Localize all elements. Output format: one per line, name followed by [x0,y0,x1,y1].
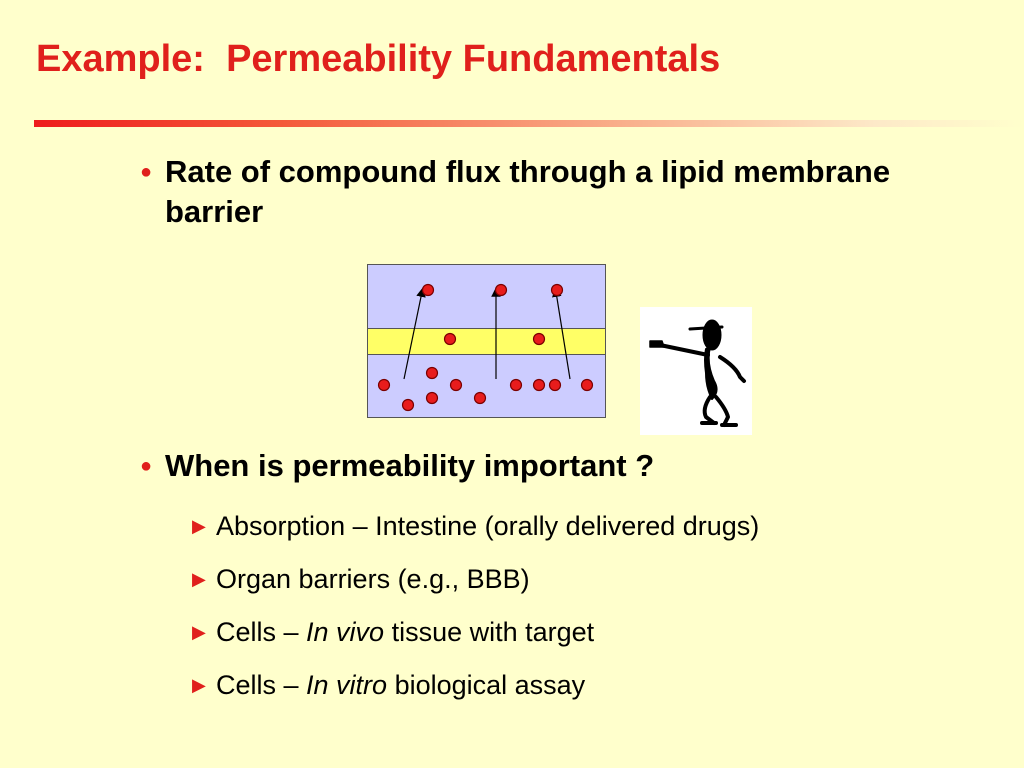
molecule [580,378,594,392]
molecule [425,366,439,380]
pointing-figure-icon [640,307,752,435]
subitem-text-suffix: tissue with target [384,617,595,647]
subitem-text-prefix: Cells – [216,670,307,700]
subitem-text-italic: In vitro [306,670,388,700]
molecule [494,283,508,297]
subitem-absorption: ▶ Absorption – Intestine (orally deliver… [192,508,972,544]
triangle-arrow-icon: ▶ [192,675,206,695]
molecule [401,398,415,412]
membrane-diagram [367,264,606,418]
upper-compartment [367,264,606,329]
subitem-cells-in-vivo: ▶ Cells – In vivo tissue with target [192,614,972,650]
molecule [377,378,391,392]
bullet-dot-icon: ● [140,455,153,477]
subitem-text: Organ barriers (e.g., BBB) [216,564,530,594]
bullet-importance: ● When is permeability important ? [140,446,960,486]
title-underline [34,120,1024,127]
triangle-arrow-icon: ▶ [192,622,206,642]
bullet-text: Rate of compound flux through a lipid me… [165,154,891,229]
triangle-arrow-icon: ▶ [192,516,206,536]
subitem-text: Absorption – Intestine (orally delivered… [216,511,760,541]
bullet-dot-icon: ● [140,161,153,183]
bullet-flux: ● Rate of compound flux through a lipid … [140,152,960,232]
molecule [509,378,523,392]
molecule [443,332,457,346]
molecule [425,391,439,405]
slide-title: Example: Permeability Fundamentals [36,38,721,80]
subitem-cells-in-vitro: ▶ Cells – In vitro biological assay [192,667,972,703]
lipid-membrane [367,328,606,355]
molecule [550,283,564,297]
flux-arrow [403,287,426,380]
triangle-arrow-icon: ▶ [192,569,206,589]
subitem-text-prefix: Cells – [216,617,307,647]
subitem-organ-barriers: ▶ Organ barriers (e.g., BBB) [192,561,972,597]
molecule [548,378,562,392]
molecule [532,378,546,392]
molecule [473,391,487,405]
molecule [421,283,435,297]
molecule [532,332,546,346]
subitem-text-suffix: biological assay [387,670,586,700]
bullet-text: When is permeability important ? [165,448,655,483]
flux-arrow [552,287,571,380]
molecule [449,378,463,392]
subitem-text-italic: In vivo [306,617,385,647]
molecules [377,283,594,412]
